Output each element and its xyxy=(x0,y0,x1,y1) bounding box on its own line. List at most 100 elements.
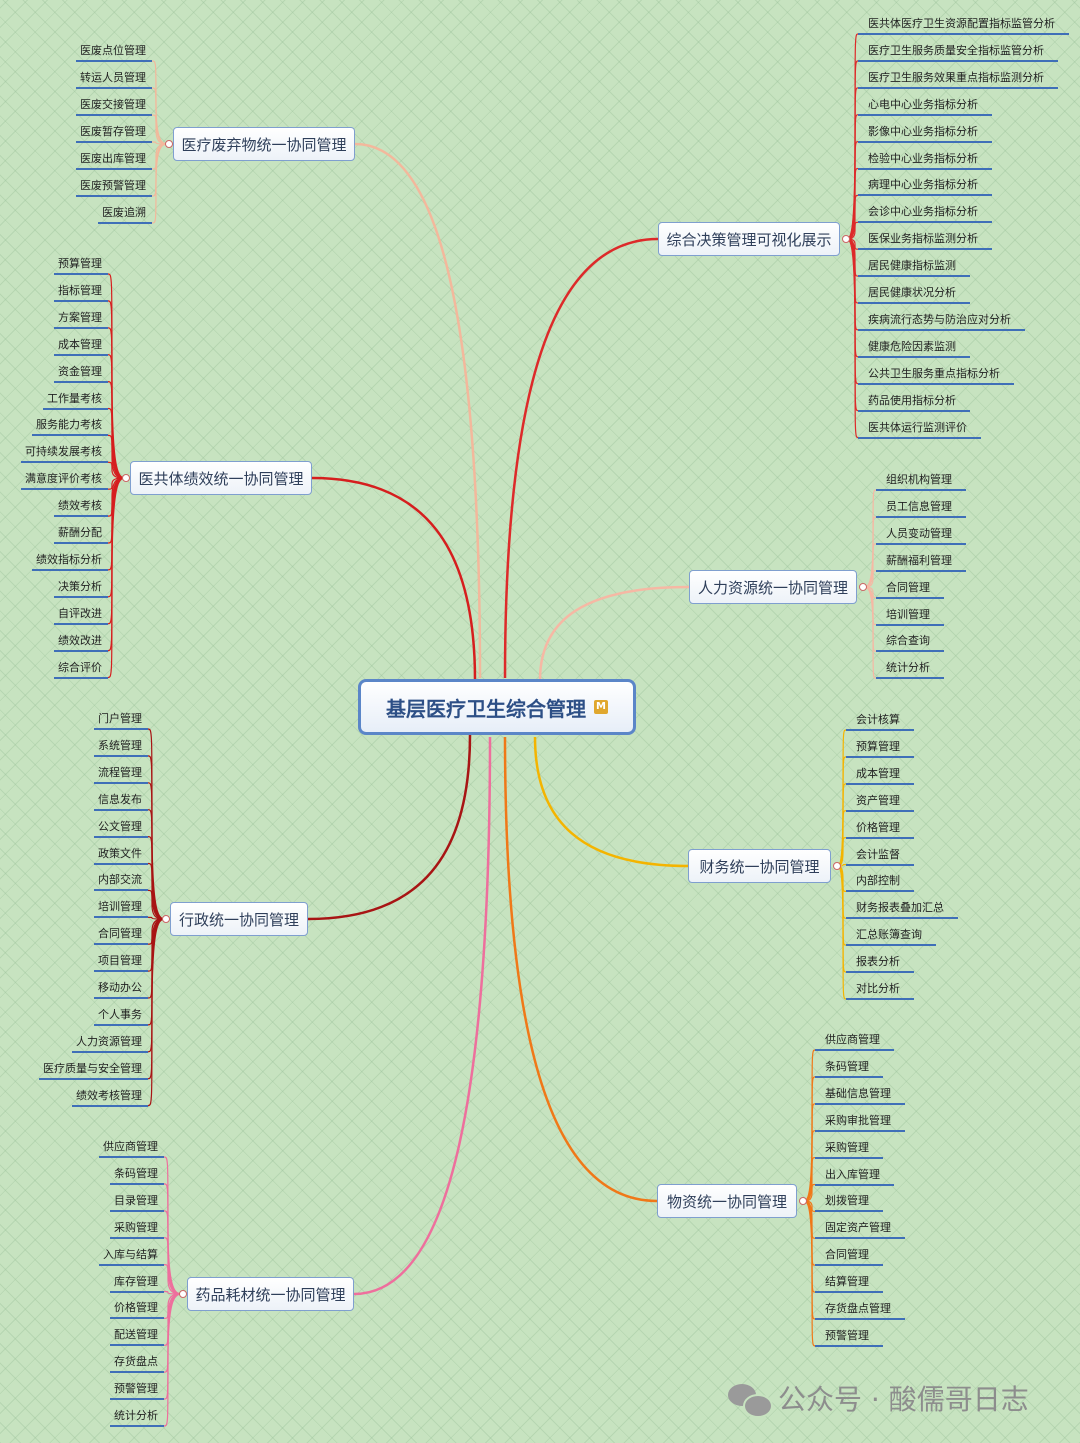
leaf-topic[interactable]: 培训管理 xyxy=(876,606,944,626)
branch-topic-perf[interactable]: 医共体绩效统一协同管理 xyxy=(130,461,312,495)
leaf-topic[interactable]: 信息发布 xyxy=(94,791,148,811)
leaf-topic[interactable]: 内部交流 xyxy=(94,871,148,892)
leaf-topic[interactable]: 医共体医疗卫生资源配置指标监管分析 xyxy=(858,15,1069,35)
leaf-topic[interactable]: 疾病流行态势与防治应对分析 xyxy=(858,311,1025,331)
leaf-topic[interactable]: 会计监督 xyxy=(846,846,914,866)
leaf-topic[interactable]: 医废点位管理 xyxy=(76,42,152,62)
leaf-topic[interactable]: 会计核算 xyxy=(846,711,914,731)
leaf-topic[interactable]: 自评改进 xyxy=(54,605,108,625)
leaf-topic[interactable]: 对比分析 xyxy=(846,980,914,1000)
leaf-topic[interactable]: 心电中心业务指标分析 xyxy=(858,96,992,116)
leaf-topic[interactable]: 综合查询 xyxy=(876,632,944,653)
leaf-topic[interactable]: 库存管理 xyxy=(110,1273,164,1293)
leaf-topic[interactable]: 医疗卫生服务质量安全指标监管分析 xyxy=(858,42,1058,62)
leaf-topic[interactable]: 入库与结算 xyxy=(99,1246,164,1266)
collapse-toggle-icon[interactable] xyxy=(162,915,170,923)
branch-topic-finance[interactable]: 财务统一协同管理 xyxy=(688,849,831,883)
collapse-toggle-icon[interactable] xyxy=(122,474,130,482)
leaf-topic[interactable]: 基础信息管理 xyxy=(815,1085,905,1105)
leaf-topic[interactable]: 预算管理 xyxy=(846,738,914,758)
leaf-topic[interactable]: 综合评价 xyxy=(54,659,108,679)
collapse-toggle-icon[interactable] xyxy=(833,862,841,870)
leaf-topic[interactable]: 公共卫生服务重点指标分析 xyxy=(858,365,1014,385)
leaf-topic[interactable]: 医疗卫生服务效果重点指标监测分析 xyxy=(858,69,1058,89)
leaf-topic[interactable]: 工作量考核 xyxy=(43,390,108,410)
leaf-topic[interactable]: 人员变动管理 xyxy=(876,525,966,545)
leaf-topic[interactable]: 指标管理 xyxy=(54,282,108,302)
leaf-topic[interactable]: 医疗质量与安全管理 xyxy=(39,1060,148,1080)
leaf-topic[interactable]: 内部控制 xyxy=(846,872,914,893)
leaf-topic[interactable]: 医共体运行监测评价 xyxy=(858,419,981,439)
leaf-topic[interactable]: 医废预警管理 xyxy=(76,177,152,197)
leaf-topic[interactable]: 医废出库管理 xyxy=(76,150,152,170)
leaf-topic[interactable]: 组织机构管理 xyxy=(876,471,966,491)
leaf-topic[interactable]: 统计分析 xyxy=(110,1407,164,1427)
leaf-topic[interactable]: 预警管理 xyxy=(815,1327,883,1347)
leaf-topic[interactable]: 财务报表叠加汇总 xyxy=(846,899,958,920)
leaf-topic[interactable]: 固定资产管理 xyxy=(815,1219,905,1240)
leaf-topic[interactable]: 会诊中心业务指标分析 xyxy=(858,203,992,224)
leaf-topic[interactable]: 合同管理 xyxy=(815,1246,883,1267)
leaf-topic[interactable]: 政策文件 xyxy=(94,845,148,865)
leaf-topic[interactable]: 报表分析 xyxy=(846,953,914,974)
leaf-topic[interactable]: 条码管理 xyxy=(815,1058,883,1078)
leaf-topic[interactable]: 供应商管理 xyxy=(99,1138,164,1158)
leaf-topic[interactable]: 存货盘点管理 xyxy=(815,1300,905,1320)
leaf-topic[interactable]: 居民健康指标监测 xyxy=(858,257,970,278)
leaf-topic[interactable]: 资金管理 xyxy=(54,363,108,383)
leaf-topic[interactable]: 汇总账簿查询 xyxy=(846,926,936,947)
leaf-topic[interactable]: 方案管理 xyxy=(54,309,108,329)
leaf-topic[interactable]: 移动办公 xyxy=(94,979,148,999)
leaf-topic[interactable]: 居民健康状况分析 xyxy=(858,284,970,304)
leaf-topic[interactable]: 采购审批管理 xyxy=(815,1112,905,1132)
leaf-topic[interactable]: 系统管理 xyxy=(94,737,148,757)
leaf-topic[interactable]: 影像中心业务指标分析 xyxy=(858,123,992,143)
leaf-topic[interactable]: 人力资源管理 xyxy=(72,1033,148,1053)
leaf-topic[interactable]: 资产管理 xyxy=(846,792,914,812)
leaf-topic[interactable]: 绩效改进 xyxy=(54,632,108,652)
branch-topic-admin[interactable]: 行政统一协同管理 xyxy=(170,902,308,936)
collapse-toggle-icon[interactable] xyxy=(799,1197,807,1205)
leaf-topic[interactable]: 员工信息管理 xyxy=(876,498,966,518)
branch-topic-decision[interactable]: 综合决策管理可视化展示 xyxy=(658,222,840,256)
leaf-topic[interactable]: 价格管理 xyxy=(846,819,914,839)
leaf-topic[interactable]: 条码管理 xyxy=(110,1165,164,1185)
leaf-topic[interactable]: 结算管理 xyxy=(815,1273,883,1294)
branch-topic-material[interactable]: 物资统一协同管理 xyxy=(657,1184,797,1218)
collapse-toggle-icon[interactable] xyxy=(842,235,850,243)
leaf-topic[interactable]: 转运人员管理 xyxy=(76,69,152,89)
leaf-topic[interactable]: 检验中心业务指标分析 xyxy=(858,150,992,170)
collapse-toggle-icon[interactable] xyxy=(165,140,173,148)
leaf-topic[interactable]: 薪酬福利管理 xyxy=(876,552,966,572)
leaf-topic[interactable]: 药品使用指标分析 xyxy=(858,392,970,412)
collapse-toggle-icon[interactable] xyxy=(859,583,867,591)
leaf-topic[interactable]: 存货盘点 xyxy=(110,1353,164,1374)
leaf-topic[interactable]: 决策分析 xyxy=(54,578,108,598)
central-topic[interactable]: 基层医疗卫生综合管理 M xyxy=(358,679,636,735)
leaf-topic[interactable]: 服务能力考核 xyxy=(32,416,108,437)
leaf-topic[interactable]: 流程管理 xyxy=(94,764,148,784)
leaf-topic[interactable]: 采购管理 xyxy=(815,1139,883,1159)
leaf-topic[interactable]: 预警管理 xyxy=(110,1380,164,1401)
leaf-topic[interactable]: 合同管理 xyxy=(94,925,148,946)
leaf-topic[interactable]: 划拨管理 xyxy=(815,1192,883,1213)
leaf-topic[interactable]: 医保业务指标监测分析 xyxy=(858,230,992,251)
leaf-topic[interactable]: 绩效指标分析 xyxy=(32,551,108,571)
collapse-toggle-icon[interactable] xyxy=(179,1290,187,1298)
leaf-topic[interactable]: 公文管理 xyxy=(94,818,148,838)
branch-topic-waste[interactable]: 医疗废弃物统一协同管理 xyxy=(173,127,355,161)
leaf-topic[interactable]: 病理中心业务指标分析 xyxy=(858,176,992,197)
branch-topic-drug[interactable]: 药品耗材统一协同管理 xyxy=(187,1277,354,1311)
leaf-topic[interactable]: 项目管理 xyxy=(94,952,148,973)
leaf-topic[interactable]: 成本管理 xyxy=(846,765,914,785)
leaf-topic[interactable]: 可持续发展考核 xyxy=(21,443,108,464)
leaf-topic[interactable]: 供应商管理 xyxy=(815,1031,894,1051)
leaf-topic[interactable]: 目录管理 xyxy=(110,1192,164,1212)
leaf-topic[interactable]: 薪酬分配 xyxy=(54,524,108,544)
leaf-topic[interactable]: 满意度评价考核 xyxy=(21,470,108,491)
leaf-topic[interactable]: 预算管理 xyxy=(54,255,108,275)
leaf-topic[interactable]: 价格管理 xyxy=(110,1299,164,1320)
leaf-topic[interactable]: 配送管理 xyxy=(110,1326,164,1347)
leaf-topic[interactable]: 出入库管理 xyxy=(815,1166,894,1186)
leaf-topic[interactable]: 绩效考核管理 xyxy=(72,1087,148,1107)
